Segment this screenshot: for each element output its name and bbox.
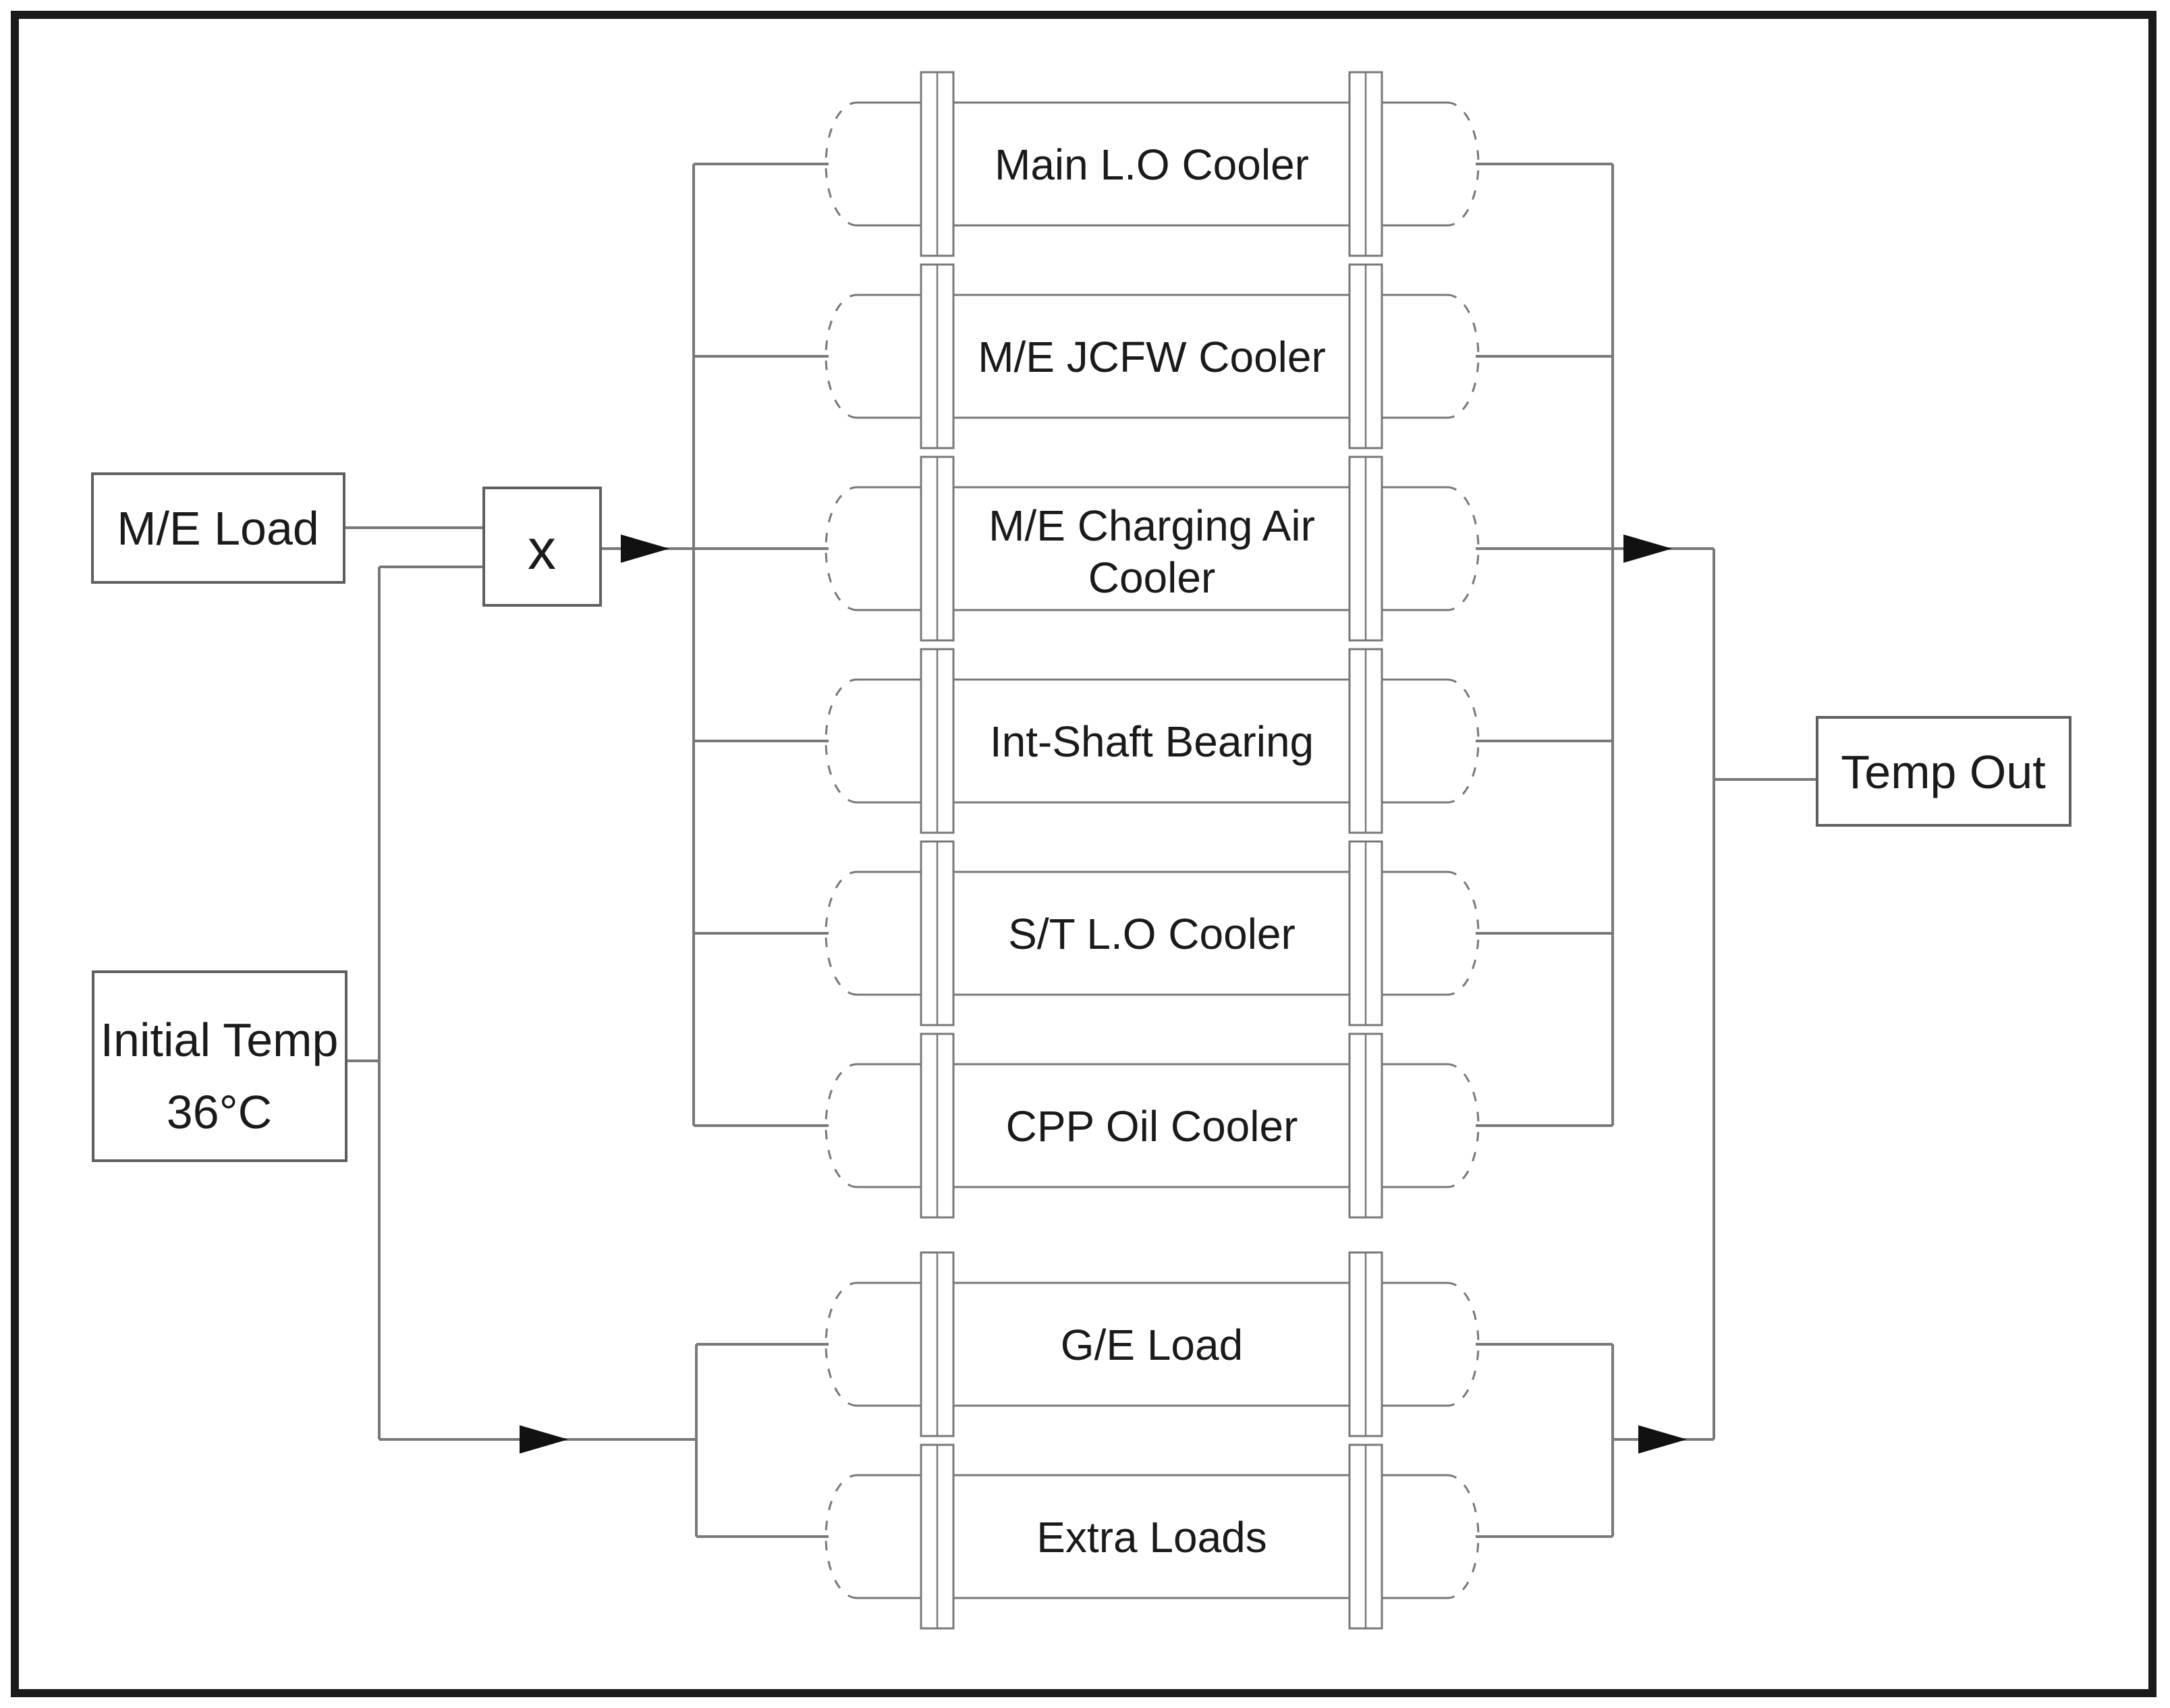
hx-label: Extra Loads (1036, 1513, 1267, 1562)
heat-exchanger-me-jcfw-cooler: M/E JCFW Cooler (825, 263, 1480, 449)
temp-out-box-rect (1816, 716, 2071, 827)
hx-label: S/T L.O Cooler (1008, 910, 1296, 958)
multiplier-box-rect (482, 487, 602, 607)
initial-temp-box-rect (92, 970, 347, 1162)
temp-out-box: Temp Out (1816, 716, 2071, 827)
me-load-label: M/E Load (117, 502, 319, 555)
hx-label: Int-Shaft Bearing (990, 717, 1314, 766)
heat-exchanger-ge-load: G/E Load (825, 1251, 1480, 1437)
heat-exchanger-cpp-oil-cooler: CPP Oil Cooler (825, 1032, 1480, 1219)
hx-label: CPP Oil Cooler (1006, 1102, 1298, 1151)
hx-label: M/E JCFW Cooler (978, 333, 1326, 381)
hx-label: Main L.O Cooler (995, 140, 1309, 189)
heat-exchanger-st-lo-cooler: S/T L.O Cooler (825, 840, 1480, 1026)
heat-exchanger-me-charging-air-cooler: M/E Charging Air Cooler (825, 456, 1480, 642)
top-outlet-arrow-icon (1623, 534, 1672, 563)
hx-label-line2: Cooler (1088, 553, 1216, 602)
initial-temp-label-line1: Initial Temp (101, 1014, 339, 1066)
me-load-box-rect (91, 472, 345, 584)
initial-temp-label-line2: 36°C (167, 1086, 272, 1138)
multiplier-output-arrow-icon (621, 534, 669, 563)
temp-out-label: Temp Out (1841, 746, 2045, 798)
heat-exchanger-int-shaft-bearing: Int-Shaft Bearing (825, 648, 1480, 834)
heat-exchanger-main-lo-cooler: Main L.O Cooler (825, 71, 1480, 257)
hx-label-line1: M/E Charging Air (989, 501, 1315, 550)
connector-lines (344, 163, 1817, 1538)
multiplier-box: x (482, 487, 602, 607)
heat-exchanger-extra-loads: Extra Loads (825, 1443, 1480, 1630)
multiplier-symbol: x (528, 518, 556, 581)
me-load-box: M/E Load (91, 472, 345, 584)
initial-temp-box: Initial Temp 36°C (92, 970, 347, 1162)
bottom-outlet-arrow-icon (1638, 1425, 1687, 1454)
hx-label: G/E Load (1061, 1321, 1243, 1369)
bottom-feed-arrow-icon (520, 1425, 568, 1454)
outer-frame (11, 11, 2157, 1697)
